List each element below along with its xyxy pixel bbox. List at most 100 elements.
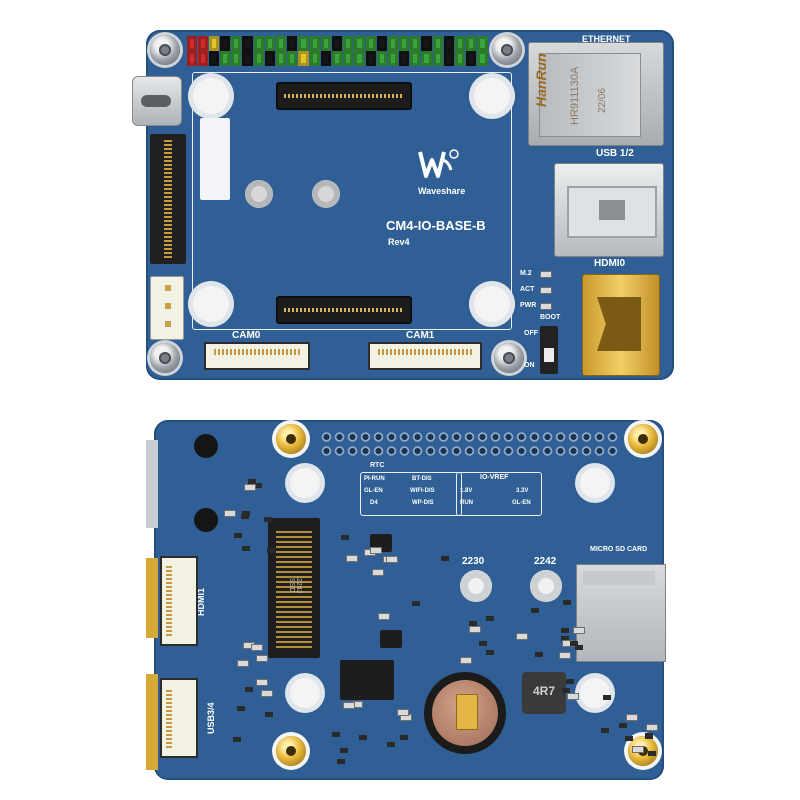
- smd-component: [601, 728, 610, 734]
- header-pin: [410, 36, 421, 51]
- header-pin: [343, 51, 354, 66]
- ssd-mount-hole: [312, 180, 340, 208]
- smd-component: [626, 713, 639, 721]
- board-title: CM4-IO-BASE-B: [386, 218, 486, 233]
- smd-component: [261, 690, 274, 698]
- black-component: [194, 508, 218, 532]
- header-pin: [276, 51, 287, 66]
- mounting-screw: [150, 343, 180, 373]
- header-pin: [331, 36, 343, 51]
- mount-hole: [580, 678, 610, 708]
- header-pin: [331, 51, 343, 66]
- jack-code: 22/06: [597, 87, 608, 113]
- usb34-label: USB3/4: [206, 702, 216, 734]
- fan-connector: [150, 276, 184, 340]
- cm4-connector-top: [276, 82, 412, 110]
- header-pin: [365, 51, 376, 66]
- smd-component: [485, 650, 494, 656]
- cam1-label: CAM1: [406, 330, 435, 341]
- header-pin: [242, 51, 253, 66]
- usb-port-edge: [146, 440, 158, 528]
- smd-component: [386, 741, 395, 747]
- header-pin: [253, 36, 264, 51]
- smd-component: [242, 510, 251, 516]
- smd-component: [236, 660, 249, 667]
- header-pin: [376, 51, 387, 66]
- smd-component: [631, 746, 644, 754]
- smd-component: [441, 556, 450, 562]
- smd-component: [242, 546, 251, 552]
- brass-standoff: [276, 736, 306, 766]
- header-pin: [309, 51, 320, 66]
- smd-component: [569, 641, 578, 647]
- bt-dis-label: BT-DIS: [412, 476, 432, 482]
- board-revision: Rev4: [388, 237, 410, 247]
- smd-component: [369, 546, 382, 554]
- header-pin: [231, 36, 242, 51]
- smd-component: [534, 651, 543, 657]
- smd-component: [237, 705, 246, 711]
- mounting-screw: [492, 35, 522, 65]
- mount-hole: [580, 468, 610, 498]
- header-pin: [466, 36, 477, 51]
- header-pin: [253, 51, 264, 66]
- smd-component: [563, 600, 572, 606]
- smd-component: [253, 482, 262, 488]
- cam0-connector: [204, 342, 310, 370]
- cm4-mount-hole: [193, 286, 229, 322]
- header-pin: [387, 36, 399, 51]
- smd-component: [468, 621, 477, 627]
- usb-c-port: [132, 76, 182, 126]
- smd-component: [516, 633, 529, 641]
- io-vref-label: IO-VREF: [480, 474, 509, 481]
- cm4-mount-hole: [474, 286, 510, 322]
- header-pin: [242, 36, 253, 51]
- header-pin: [410, 51, 421, 66]
- usb34-port-edge: [146, 674, 158, 770]
- header-pin: [231, 51, 242, 66]
- brass-standoff: [628, 424, 658, 454]
- ethernet-jack: HanRun HR911130A 22/06: [528, 42, 664, 146]
- smd-component: [618, 723, 627, 729]
- mounting-screw: [494, 343, 524, 373]
- smd-component: [397, 708, 410, 716]
- rtc-battery-holder: [424, 672, 506, 754]
- cam1-connector: [368, 342, 482, 370]
- smd-component: [572, 626, 585, 634]
- smd-component: [561, 635, 570, 641]
- brand-label: Waveshare: [418, 186, 466, 196]
- v33-label: 3.3V: [516, 488, 529, 494]
- smd-component: [244, 686, 253, 692]
- smd-component: [460, 657, 472, 665]
- brass-standoff: [276, 424, 306, 454]
- hdmi1-port-edge: [146, 558, 158, 638]
- inductor: 4R7: [522, 672, 566, 714]
- header-pin: [421, 36, 432, 51]
- cm4-connector-bottom: [276, 296, 412, 324]
- header-pin: [466, 51, 477, 66]
- smd-component: [340, 747, 348, 753]
- ssd-hole-2242: [530, 570, 562, 602]
- hdmi0-label: HDMI0: [594, 258, 626, 269]
- header-pin: [208, 36, 220, 51]
- black-component: [194, 434, 218, 458]
- usb-a-port: [554, 163, 664, 257]
- boot-switch: [540, 326, 558, 374]
- smd-component: [624, 736, 633, 742]
- boot-label: BOOT: [540, 314, 561, 321]
- smd-component: [256, 655, 269, 663]
- smd-component: [531, 607, 540, 613]
- header-pin: [287, 36, 298, 51]
- cm4-mount-hole: [193, 78, 229, 114]
- smd-component: [256, 679, 269, 687]
- ethernet-label: ETHERNET: [582, 34, 631, 44]
- led: [540, 287, 552, 294]
- smd-component: [565, 679, 574, 685]
- m2-slot-label: 2242 SSD: [288, 578, 302, 594]
- header-pin: [387, 51, 399, 66]
- smd-component: [645, 734, 654, 740]
- ssd-mount-hole: [245, 180, 273, 208]
- smd-component: [248, 479, 257, 485]
- ssd-hole-2230: [460, 570, 492, 602]
- header-pin: [197, 36, 208, 51]
